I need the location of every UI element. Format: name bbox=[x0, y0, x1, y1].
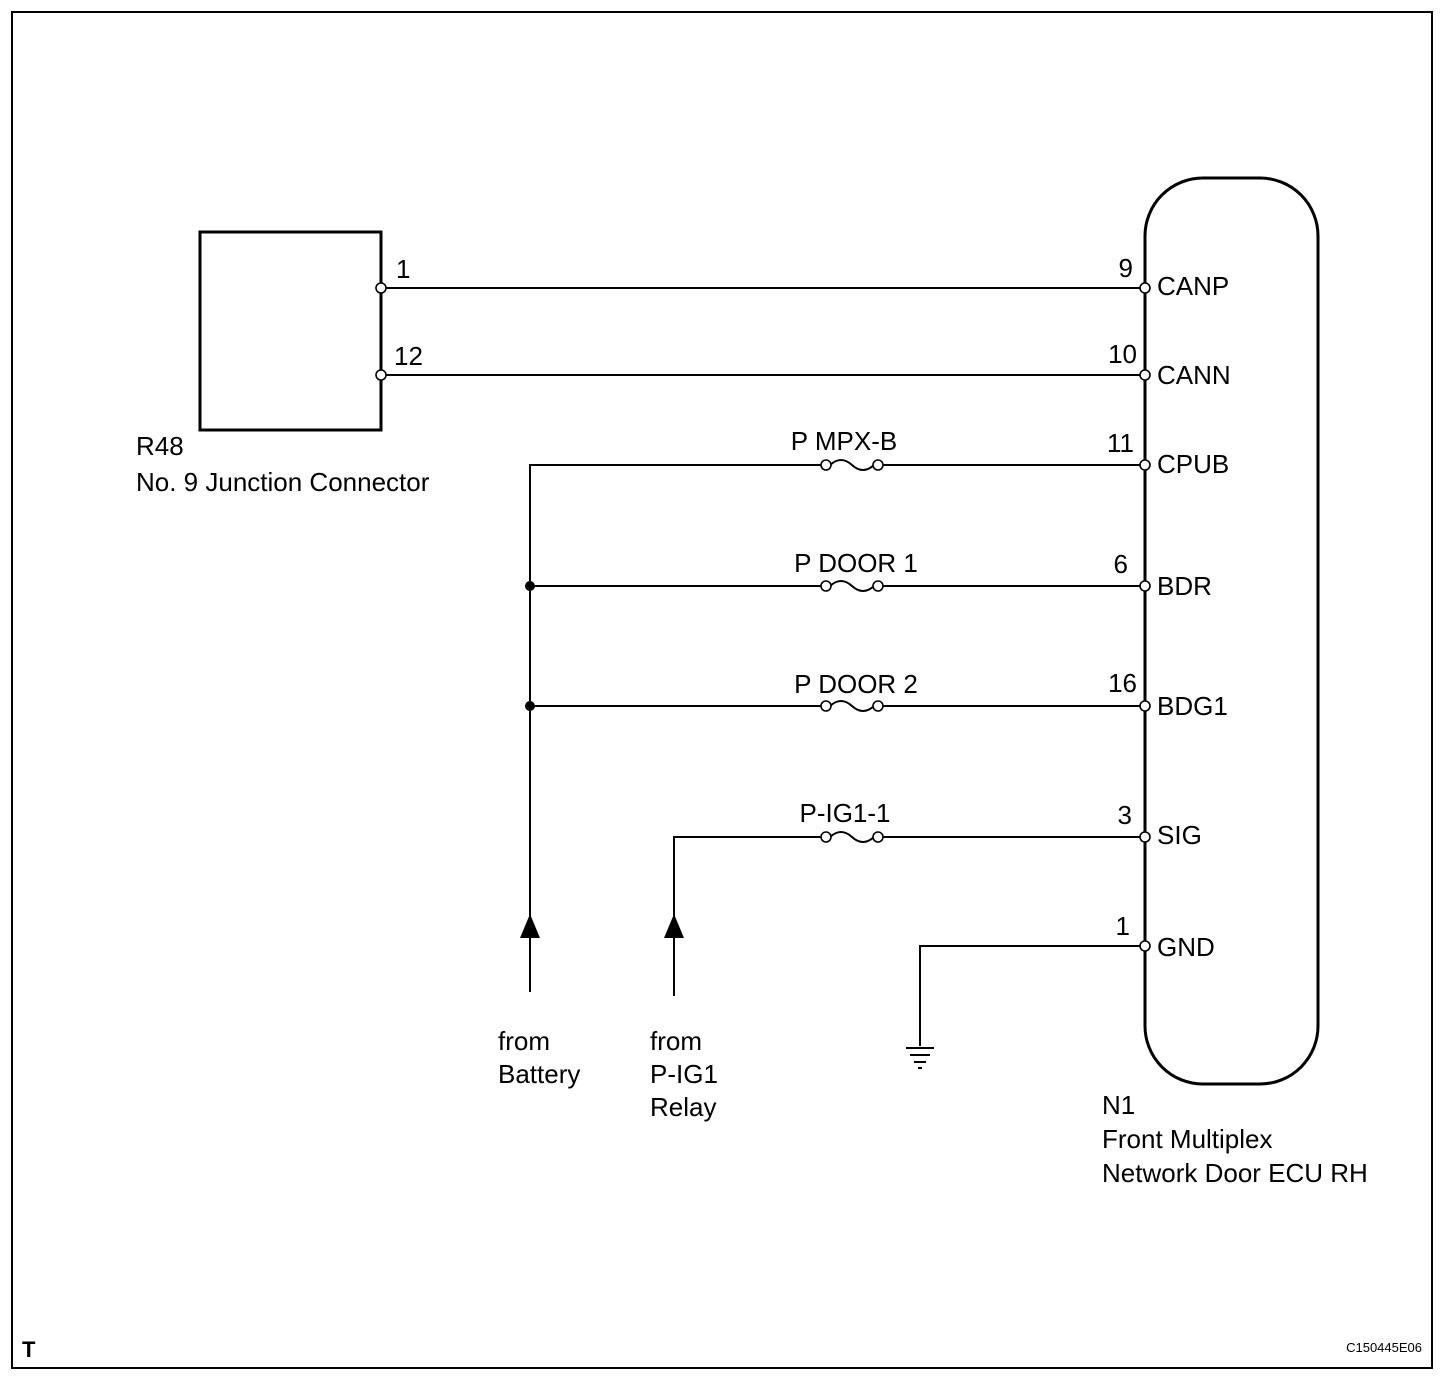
ecu-pin-terminal bbox=[1139, 580, 1151, 592]
fuse-symbol bbox=[820, 580, 884, 592]
ecu-pin-terminal bbox=[1139, 369, 1151, 381]
splice-point bbox=[525, 701, 535, 711]
ecu-pin-name: BDR bbox=[1157, 571, 1212, 601]
ecu-pin-name: CANN bbox=[1157, 360, 1231, 390]
connector-pin-number: 1 bbox=[396, 254, 410, 284]
ecu-name-line2: Network Door ECU RH bbox=[1102, 1158, 1368, 1188]
junction-connector-box bbox=[198, 230, 383, 432]
ecu-pin-terminal bbox=[1139, 700, 1151, 712]
ecu-pin-name: CPUB bbox=[1157, 449, 1229, 479]
figure-code: C150445E06 bbox=[1346, 1340, 1422, 1355]
connector-code: R48 bbox=[136, 431, 184, 461]
fuse-label: P-IG1-1 bbox=[799, 798, 890, 828]
fuse-symbol bbox=[820, 459, 884, 471]
ecu-pin-number: 9 bbox=[1119, 253, 1133, 283]
ecu-pin-terminal bbox=[1139, 940, 1151, 952]
ecu-pin-number: 6 bbox=[1114, 549, 1128, 579]
ecu-pin-name: GND bbox=[1157, 932, 1215, 962]
fuse-label: P MPX-B bbox=[791, 426, 897, 456]
fuse-label: P DOOR 1 bbox=[794, 548, 918, 578]
source-label: from bbox=[650, 1026, 702, 1056]
source-label: P-IG1 bbox=[650, 1059, 718, 1089]
fuse-symbol bbox=[820, 700, 884, 712]
ecu-pin-number: 11 bbox=[1107, 428, 1134, 458]
ecu-pin-terminal bbox=[1139, 459, 1151, 471]
ecu-pin-name: CANP bbox=[1157, 271, 1229, 301]
splice-point bbox=[525, 581, 535, 591]
source-label: Battery bbox=[498, 1059, 580, 1089]
ecu-code: N1 bbox=[1102, 1090, 1135, 1120]
ecu-pin-name: BDG1 bbox=[1157, 691, 1228, 721]
fuse-symbol bbox=[820, 831, 884, 843]
ecu-pin-number: 1 bbox=[1116, 911, 1130, 941]
fuse-label: P DOOR 2 bbox=[794, 669, 918, 699]
ground-wire bbox=[919, 945, 1145, 1046]
diagram-frame bbox=[11, 11, 1433, 1369]
ecu-pin-number: 16 bbox=[1108, 668, 1137, 698]
connector-pin-terminal bbox=[375, 369, 387, 381]
arrow-up-icon bbox=[664, 914, 684, 938]
ground-icon bbox=[906, 1047, 934, 1069]
source-label: from bbox=[498, 1026, 550, 1056]
source-label: Relay bbox=[650, 1092, 716, 1122]
corner-mark: T bbox=[22, 1337, 36, 1362]
ecu-body bbox=[1143, 176, 1320, 1086]
ecu-pin-name: SIG bbox=[1157, 820, 1202, 850]
ecu-pin-terminal bbox=[1139, 282, 1151, 294]
sig-wire bbox=[673, 836, 1145, 996]
ecu-pin-terminal bbox=[1139, 831, 1151, 843]
arrow-up-icon bbox=[520, 914, 540, 938]
ecu-pin-number: 10 bbox=[1108, 339, 1137, 369]
ecu-name-line1: Front Multiplex bbox=[1102, 1124, 1273, 1154]
ecu-pin-number: 3 bbox=[1118, 800, 1132, 830]
connector-name: No. 9 Junction Connector bbox=[136, 467, 430, 497]
connector-pin-terminal bbox=[375, 282, 387, 294]
battery-bus-wire bbox=[529, 464, 1145, 992]
connector-pin-number: 12 bbox=[394, 341, 423, 371]
